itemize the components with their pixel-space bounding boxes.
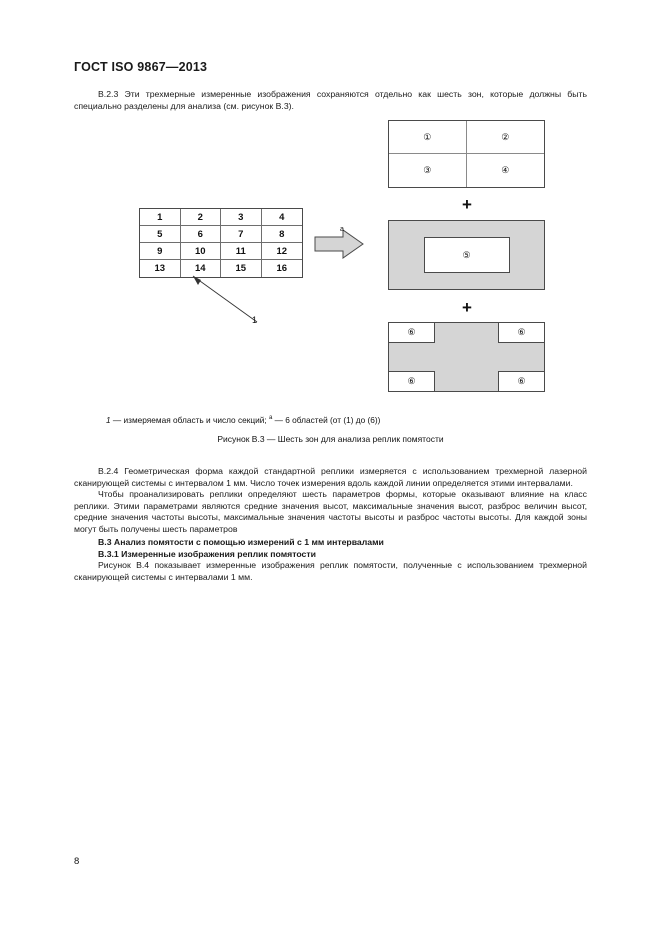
paragraph-b24b: Чтобы проанализировать реплики определяю… — [74, 489, 587, 534]
leader-line-icon — [192, 275, 258, 323]
paragraph-b23-block: B.2.3 Эти трехмерные измеренные изображе… — [74, 89, 587, 112]
zone-corner-top-right: ⑥ — [498, 322, 545, 343]
grid-cell: 5 — [140, 226, 181, 243]
zone-number-6: ⑥ — [407, 327, 416, 337]
paragraph-b24: B.2.4 Геометрическая форма каждой станда… — [74, 466, 587, 488]
grid-cell: 6 — [180, 226, 221, 243]
grid-cell: 10 — [180, 243, 221, 260]
paragraph-b23: B.2.3 Эти трехмерные измеренные изображе… — [74, 89, 587, 111]
figure-b3: 1 2 3 4 5 6 7 8 9 10 11 12 13 14 15 16 1… — [0, 0, 661, 460]
right-arrow-icon — [314, 229, 364, 259]
paragraph-b31-text: Рисунок В.4 показывает измеренные изобра… — [74, 559, 587, 582]
zone-number-4: ④ — [501, 165, 510, 175]
figure-caption: Рисунок В.3 — Шесть зон для анализа репл… — [217, 434, 444, 444]
arrow-superscript-a: a — [340, 226, 344, 233]
grid-cell: 16 — [276, 263, 288, 274]
grid-cell: 9 — [140, 243, 181, 260]
plus-sign-1: + — [462, 195, 472, 214]
zone-number-2: ② — [501, 131, 510, 142]
zone-quadrant: ① — [389, 121, 467, 154]
zone-corner-bottom-right: ⑥ — [498, 371, 545, 392]
grid-cell: 8 — [261, 226, 302, 243]
paragraph-b24-block: B.2.4 Геометрическая форма каждой станда… — [74, 466, 587, 583]
grid-cell: 2 — [180, 209, 221, 226]
figure-legend: 1 — измеряемая область и число секций; a… — [106, 415, 380, 425]
heading-b3: B.3 Анализ помятости с помощью измерений… — [98, 536, 384, 547]
grid-cell: 15 — [221, 260, 262, 277]
legend-index: 1 — [106, 415, 111, 425]
grid-cell: 11 — [221, 243, 262, 260]
grid-cell: 3 — [221, 209, 262, 226]
grid-cell: 14 — [181, 260, 221, 277]
legend-text-part-2: — 6 областей (от (1) до (6)) — [272, 415, 381, 425]
page-number: 8 — [74, 856, 80, 867]
heading-b31: B.3.1 Измеренные изображения реплик помя… — [98, 548, 316, 559]
zone-corner-bottom-left: ⑥ — [388, 371, 435, 392]
zone-number-6: ⑥ — [517, 376, 526, 386]
grid-cell: 1 — [140, 209, 181, 226]
measurement-grid-16: 1 2 3 4 5 6 7 8 9 10 11 12 13 14 15 16 — [139, 208, 303, 278]
zone-diagram-center: ⑤ — [388, 220, 545, 290]
zone-number-5: ⑤ — [462, 249, 471, 260]
zone-diagram-quadrants: ① ② ③ ④ — [388, 120, 545, 188]
grid-cell: 13 — [140, 260, 181, 277]
grid-cell: 4 — [261, 209, 302, 226]
plus-sign-2: + — [462, 298, 472, 317]
legend-superscript-a: a — [268, 415, 273, 422]
zone-number-1: ① — [423, 131, 432, 142]
zone-diagram-corners: ⑥ ⑥ ⑥ ⑥ — [388, 322, 545, 392]
legend-text-part-1: — измеряемая область и число секций; — [110, 415, 269, 425]
zone-center-box: ⑤ — [423, 237, 510, 273]
leader-label-1: 1 — [252, 315, 258, 325]
zone-number-6: ⑥ — [407, 376, 416, 386]
zone-number-3: ③ — [423, 165, 432, 175]
zone-quadrant: ④ — [467, 154, 545, 187]
grid-cell: 12 — [261, 243, 302, 260]
zone-quadrant: ② — [466, 121, 544, 154]
zone-quadrant: ③ — [389, 154, 467, 187]
zone-number-6: ⑥ — [517, 327, 526, 337]
grid-cell: 7 — [221, 226, 262, 243]
document-header: ГОСТ ISO 9867—2013 — [74, 60, 208, 74]
zone-corner-top-left: ⑥ — [388, 322, 435, 343]
